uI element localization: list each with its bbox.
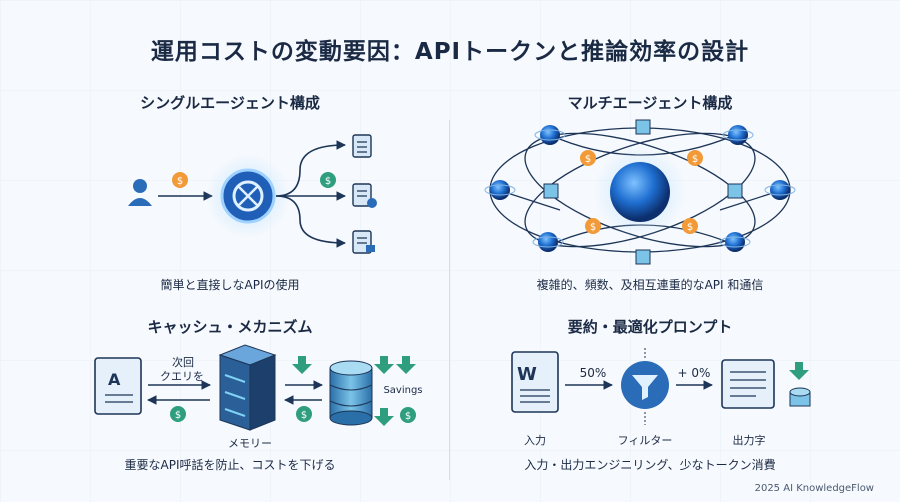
svg-text:$: $ bbox=[177, 176, 183, 187]
agent-node-icon bbox=[534, 125, 566, 145]
database-icon bbox=[789, 387, 811, 407]
coin-icon: $ bbox=[580, 150, 596, 166]
down-arrow-icon bbox=[374, 356, 394, 374]
down-arrow-icon bbox=[789, 362, 809, 380]
panel-title-cache: キャッシュ・メカニズム bbox=[147, 318, 313, 336]
database-icon bbox=[543, 183, 559, 199]
next-query-label-2: クエリを bbox=[160, 370, 204, 383]
document-icon bbox=[352, 183, 377, 208]
document-icon bbox=[721, 359, 775, 409]
svg-text:$: $ bbox=[325, 176, 331, 187]
coin-icon: $ bbox=[400, 407, 416, 423]
caption-single: 簡単と直接しなAPIの使用 bbox=[160, 278, 300, 292]
database-icon bbox=[329, 360, 373, 426]
output-label: 出力字 bbox=[732, 434, 766, 447]
word-document-icon: W bbox=[511, 351, 559, 413]
filter-label: フィルター bbox=[617, 434, 673, 447]
savings-label: Savings bbox=[383, 385, 423, 396]
filter-funnel-icon bbox=[621, 361, 669, 409]
coin-icon: $ bbox=[682, 218, 698, 234]
prompt-diagram: W bbox=[511, 348, 811, 425]
document-icon bbox=[352, 134, 372, 158]
panel-title-single: シングルエージェント構成 bbox=[140, 94, 320, 112]
agent-node-icon bbox=[484, 180, 516, 200]
agent-node-icon bbox=[532, 232, 564, 252]
caption-prompt: 入力・出力エンジニリング、少なトークン消費 bbox=[524, 458, 776, 472]
page-title: 運用コストの変動要因：APIトークンと推論効率の設計 bbox=[150, 39, 750, 65]
database-icon bbox=[635, 119, 651, 135]
svg-text:A: A bbox=[108, 370, 121, 389]
panel-title-prompt: 要約・最適化プロンプト bbox=[567, 318, 733, 336]
agent-node-icon bbox=[719, 232, 751, 252]
svg-text:$: $ bbox=[301, 410, 307, 421]
panel-title-multi: マルチエージェント構成 bbox=[567, 94, 733, 112]
svg-text:$: $ bbox=[175, 410, 181, 421]
caption-multi: 複雑的、頻数、及相互連重的なAPI 和通信 bbox=[536, 278, 764, 292]
svg-text:$: $ bbox=[585, 154, 591, 165]
coin-icon: $ bbox=[585, 218, 601, 234]
pct-0-label: + 0% bbox=[677, 366, 711, 380]
multi-agent-nodes: $ $ $ $ bbox=[484, 119, 796, 265]
svg-text:W: W bbox=[517, 364, 537, 385]
coin-icon: $ bbox=[172, 172, 188, 188]
agent-core-icon bbox=[220, 168, 276, 224]
document-icon: A bbox=[94, 357, 142, 415]
coin-icon: $ bbox=[170, 406, 186, 422]
pct-50-label: 50% bbox=[579, 366, 607, 380]
user-icon bbox=[128, 179, 152, 206]
coin-icon: $ bbox=[296, 406, 312, 422]
agent-node-icon bbox=[764, 180, 796, 200]
cache-diagram: A $ $ $ bbox=[94, 344, 416, 431]
panel-divider bbox=[449, 120, 450, 480]
agent-node-icon bbox=[722, 125, 754, 145]
svg-text:$: $ bbox=[590, 222, 596, 233]
coin-icon: $ bbox=[687, 150, 703, 166]
document-icon bbox=[352, 230, 375, 254]
footer-credit: 2025 AI KnowledgeFlow bbox=[754, 483, 874, 494]
down-arrow-icon bbox=[374, 408, 394, 426]
input-label: 入力 bbox=[524, 434, 546, 447]
single-agent-diagram: $ $ bbox=[128, 134, 377, 254]
server-memory-icon bbox=[218, 344, 277, 431]
central-agent-orb bbox=[610, 162, 670, 222]
svg-text:$: $ bbox=[692, 154, 698, 165]
caption-cache: 重要なAPI呼話を防止、コストを下げる bbox=[124, 458, 336, 472]
svg-text:$: $ bbox=[687, 222, 693, 233]
memory-label: メモリー bbox=[228, 437, 272, 450]
next-query-label: 次回 bbox=[172, 356, 194, 369]
database-icon bbox=[635, 249, 651, 265]
down-arrow-icon bbox=[396, 356, 416, 374]
coin-icon: $ bbox=[320, 172, 336, 188]
database-icon bbox=[727, 183, 743, 199]
down-arrow-icon bbox=[292, 356, 312, 374]
svg-text:$: $ bbox=[405, 411, 411, 422]
